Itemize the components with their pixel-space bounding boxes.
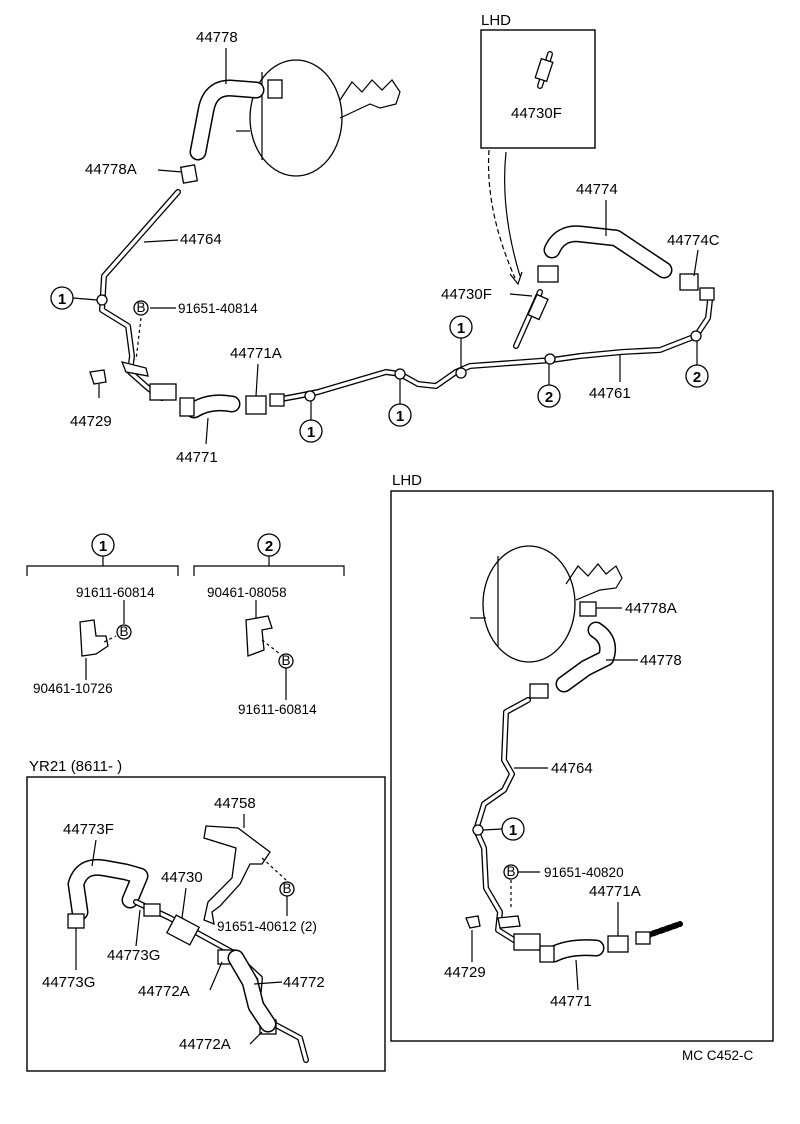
label-44729: 44729 <box>70 413 112 430</box>
svg-text:B: B <box>281 653 290 668</box>
inset-arrow <box>487 149 516 279</box>
clamp-shape <box>120 361 149 377</box>
label-lhd-44778: 44778 <box>640 652 682 669</box>
lhd-marker-1: 1 <box>501 817 525 841</box>
clamp-group-1: 1 91611-60814 B 90461-10726 <box>26 533 179 696</box>
label-44772: 44772 <box>283 974 325 991</box>
label-44772A-a: 44772A <box>138 983 190 1000</box>
bolt-b-marker <box>133 300 149 316</box>
yr21-hose-44773F <box>67 858 149 921</box>
label-44772A-b: 44772A <box>179 1036 231 1053</box>
label-44761: 44761 <box>589 385 631 402</box>
svg-text:1: 1 <box>99 538 107 555</box>
lhd-inset-title: LHD <box>481 12 511 29</box>
label-90461-10726: 90461-10726 <box>33 681 113 696</box>
label-lhd-44729: 44729 <box>444 964 486 981</box>
marker-1-d: 1 <box>449 315 473 339</box>
yr21-title: YR21 (8611- ) <box>29 758 122 775</box>
svg-text:1: 1 <box>457 320 465 337</box>
label-44773F: 44773F <box>63 821 114 838</box>
svg-text:1: 1 <box>509 822 517 839</box>
label-91611-60814-a: 91611-60814 <box>76 585 155 600</box>
brake-booster-top <box>236 59 401 177</box>
lhd-grommet-44729 <box>465 915 481 929</box>
label-44778: 44778 <box>196 29 238 46</box>
label-44771: 44771 <box>176 449 218 466</box>
label-44778A: 44778A <box>85 161 137 178</box>
svg-text:1: 1 <box>396 408 404 425</box>
label-lhd-44764: 44764 <box>551 760 593 777</box>
marker-2-b: 2 <box>685 364 709 388</box>
label-91651-40814: 91651-40814 <box>178 301 258 316</box>
yr21-hose-44772 <box>227 949 277 1033</box>
label-44771A: 44771A <box>230 345 282 362</box>
marker-2-a: 2 <box>537 384 561 408</box>
label-44764: 44764 <box>180 231 222 248</box>
label-91651-40612: 91651-40612 (2) <box>217 919 317 934</box>
hose-44774 <box>537 225 715 301</box>
lhd-inset-box <box>480 29 596 149</box>
label-91651-40820: 91651-40820 <box>544 865 624 880</box>
svg-text:B: B <box>282 881 291 896</box>
lhd-lower-title: LHD <box>392 472 422 489</box>
label-lhd-44778A: 44778A <box>625 600 677 617</box>
lhd-hose-44778 <box>555 621 617 693</box>
marker-1-a: 1 <box>50 286 74 310</box>
label-44774: 44774 <box>576 181 618 198</box>
label-44773G-a: 44773G <box>107 947 160 964</box>
label-lhd-44771A: 44771A <box>589 883 641 900</box>
footer-code: MC C452-C <box>682 1048 754 1063</box>
tube-44764 <box>99 189 181 401</box>
lhd-hose-44771 <box>539 935 629 963</box>
yr21-bracket-44758 <box>203 825 287 926</box>
label-44773G-b: 44773G <box>42 974 95 991</box>
label-44730: 44730 <box>161 869 203 886</box>
label-44774C: 44774C <box>667 232 720 249</box>
svg-text:1: 1 <box>58 291 66 308</box>
hose-44778 <box>179 79 265 184</box>
tube-44761 <box>269 297 713 407</box>
label-44758: 44758 <box>214 795 256 812</box>
svg-text:B: B <box>119 624 128 639</box>
svg-text:2: 2 <box>693 369 701 386</box>
label-90461-08058: 90461-08058 <box>207 585 287 600</box>
label-lhd-44771: 44771 <box>550 993 592 1010</box>
hose-44771 <box>179 394 267 419</box>
svg-text:2: 2 <box>265 538 273 555</box>
svg-text:1: 1 <box>307 424 315 441</box>
label-44730F-inset: 44730F <box>511 105 562 122</box>
label-44730F: 44730F <box>441 286 492 303</box>
svg-text:2: 2 <box>545 389 553 406</box>
marker-1-c: 1 <box>388 403 412 427</box>
label-91611-60814-b: 91611-60814 <box>238 702 317 717</box>
brake-booster-lower <box>470 545 623 663</box>
lhd-lower-box <box>390 490 774 1042</box>
bolt-b-text: B <box>136 300 145 315</box>
yr21-box <box>26 776 386 1072</box>
valve-44730F-inset <box>534 51 554 89</box>
clamp-group-2: 2 90461-08058 B 91611-60814 <box>193 533 345 717</box>
grommet-44729 <box>89 369 107 385</box>
lhd-tube-44764 <box>473 697 541 951</box>
svg-text:B: B <box>506 864 515 879</box>
valve-44730F <box>513 289 549 349</box>
marker-1-b: 1 <box>299 419 323 443</box>
